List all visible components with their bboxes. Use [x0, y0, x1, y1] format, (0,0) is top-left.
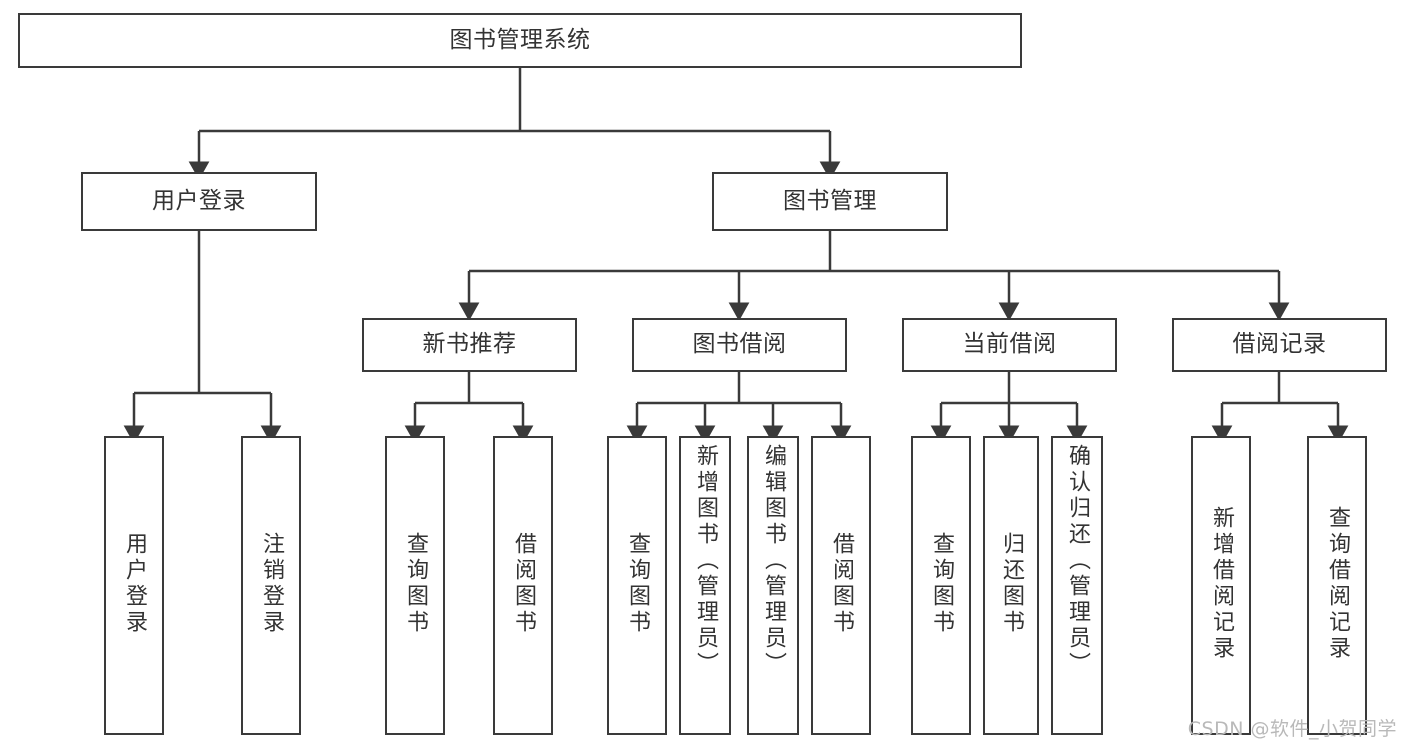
node-current-borrow-label: 当前借阅 — [962, 331, 1057, 358]
leaf-confirm-return-admin[interactable]: 确认归还（管理员） — [1051, 436, 1103, 735]
leaf-user-login-label: 用户登录 — [122, 532, 147, 636]
leaf-borrow-book-recommend[interactable]: 借阅图书 — [493, 436, 553, 735]
node-new-book-recommend[interactable]: 新书推荐 — [362, 318, 577, 372]
leaf-edit-book-admin[interactable]: 编辑图书（管理员） — [747, 436, 799, 735]
leaf-return-book-label: 归还图书 — [999, 532, 1024, 636]
leaf-query-book-current[interactable]: 查询图书 — [911, 436, 971, 735]
leaf-return-book[interactable]: 归还图书 — [983, 436, 1039, 735]
leaf-logout-label: 注销登录 — [259, 532, 284, 636]
leaf-borrow-book-recommend-label: 借阅图书 — [511, 532, 536, 636]
node-user-login[interactable]: 用户登录 — [81, 172, 317, 231]
node-book-management-label: 图书管理 — [783, 187, 877, 214]
leaf-add-borrow-record-label: 新增借阅记录 — [1209, 506, 1234, 662]
leaf-borrow-book-label: 借阅图书 — [829, 532, 854, 636]
leaf-query-book-current-label: 查询图书 — [929, 532, 954, 636]
node-book-borrow[interactable]: 图书借阅 — [632, 318, 847, 372]
leaf-confirm-return-admin-label: 确认归还（管理员） — [1065, 444, 1090, 678]
leaf-add-book-admin[interactable]: 新增图书（管理员） — [679, 436, 731, 735]
leaf-edit-book-admin-label: 编辑图书（管理员） — [761, 444, 786, 678]
node-user-login-label: 用户登录 — [152, 187, 246, 214]
leaf-query-book-recommend-label: 查询图书 — [403, 532, 428, 636]
leaf-logout[interactable]: 注销登录 — [241, 436, 301, 735]
node-borrow-record-label: 借阅记录 — [1232, 331, 1327, 358]
leaf-query-book-borrow-label: 查询图书 — [625, 532, 650, 636]
leaf-add-book-admin-label: 新增图书（管理员） — [693, 444, 718, 678]
leaf-query-book-borrow[interactable]: 查询图书 — [607, 436, 667, 735]
node-book-management[interactable]: 图书管理 — [712, 172, 948, 231]
leaf-query-borrow-record-label: 查询借阅记录 — [1325, 506, 1350, 662]
node-current-borrow[interactable]: 当前借阅 — [902, 318, 1117, 372]
leaf-borrow-book[interactable]: 借阅图书 — [811, 436, 871, 735]
node-borrow-record[interactable]: 借阅记录 — [1172, 318, 1387, 372]
leaf-query-book-recommend[interactable]: 查询图书 — [385, 436, 445, 735]
node-root-system-label: 图书管理系统 — [449, 26, 591, 53]
node-root-system[interactable]: 图书管理系统 — [18, 13, 1022, 68]
watermark: CSDN @软件_小贺同学 — [1187, 718, 1397, 740]
leaf-user-login[interactable]: 用户登录 — [104, 436, 164, 735]
leaf-query-borrow-record[interactable]: 查询借阅记录 — [1307, 436, 1367, 735]
node-new-book-recommend-label: 新书推荐 — [422, 331, 517, 358]
leaf-add-borrow-record[interactable]: 新增借阅记录 — [1191, 436, 1251, 735]
node-book-borrow-label: 图书借阅 — [692, 331, 787, 358]
